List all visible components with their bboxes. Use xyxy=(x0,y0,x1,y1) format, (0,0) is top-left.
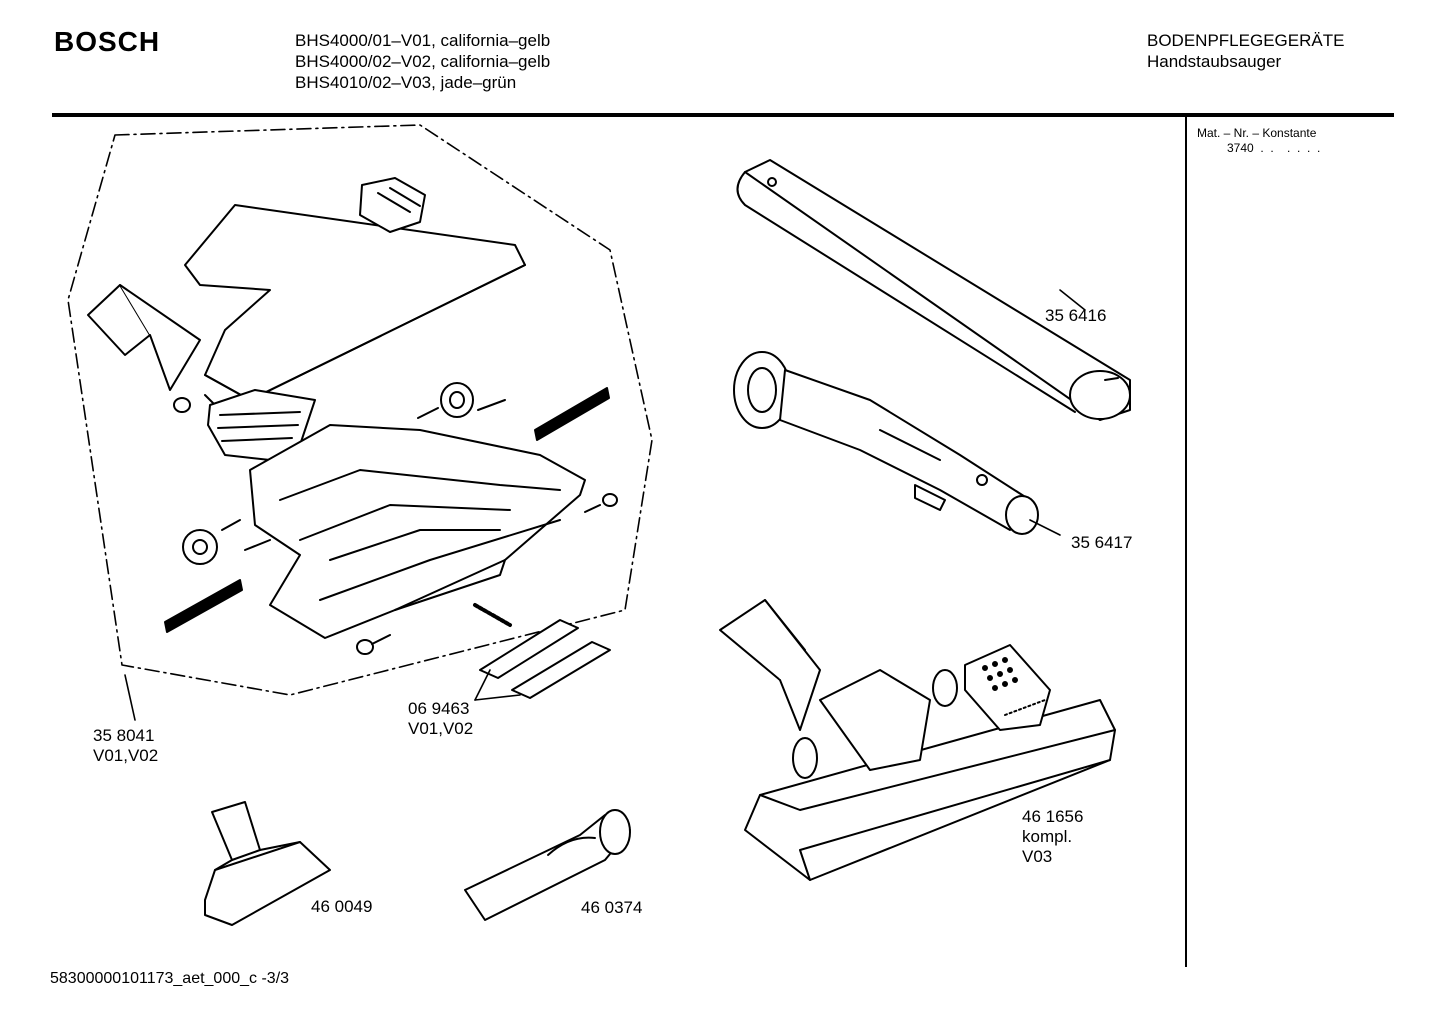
part-number-group: 06 9463 V01,V02 xyxy=(408,699,473,739)
part-number-label: 06 9463 xyxy=(408,699,470,718)
floor-nozzle-top-cover-drawing xyxy=(87,177,526,421)
category-subtitle: Handstaubsauger xyxy=(1147,52,1282,71)
leader-line xyxy=(474,694,521,701)
variant-label: kompl. xyxy=(1022,827,1073,846)
material-number-title: Mat. – Nr. – Konstante xyxy=(1197,126,1317,140)
category-block: BODENPFLEGEGERÄTE Handstaubsauger xyxy=(1147,30,1344,72)
model-line: BHS4000/01–V01, california–gelb xyxy=(295,31,551,50)
part-number-label: 35 6416 xyxy=(1045,306,1107,325)
model-line: BHS4000/02–V02, california–gelb xyxy=(295,52,551,71)
crevice-tool-drawing xyxy=(464,809,631,921)
model-line: BHS4010/02–V03, jade–grün xyxy=(295,73,517,92)
header-rule xyxy=(52,113,1394,117)
variant-label: V01,V02 xyxy=(93,746,159,765)
handle-tube-drawing xyxy=(733,351,1039,535)
flexible-joint-drawing xyxy=(207,389,316,461)
variant-label: V01,V02 xyxy=(408,719,474,738)
part-number-group: 46 1656 kompl. V03 xyxy=(1022,807,1083,867)
part-number-label: 46 1656 xyxy=(1022,807,1084,826)
brand-logo: BOSCH xyxy=(54,26,161,57)
leader-lines xyxy=(124,289,1086,721)
extension-tube-drawing xyxy=(736,159,1131,421)
bristle-strip-drawing xyxy=(164,387,610,633)
material-number-panel: Mat. – Nr. – Konstante 3740 . . . . . . xyxy=(1197,126,1320,156)
combination-nozzle-drawing xyxy=(719,599,1116,881)
model-list: BHS4000/01–V01, california–gelb BHS4000/… xyxy=(295,30,550,93)
part-number-label: 35 8041 xyxy=(93,726,155,745)
leader-line xyxy=(124,674,136,721)
screw-drawing xyxy=(356,493,618,655)
category-title: BODENPFLEGEGERÄTE xyxy=(1147,31,1345,50)
spring-drawing xyxy=(473,603,512,627)
document-id: 58300000101173_aet_000_c -3/3 xyxy=(50,970,290,987)
leader-line xyxy=(474,669,491,701)
part-number-label: 46 0049 xyxy=(311,897,373,916)
nozzle-base-plate-drawing xyxy=(249,424,586,639)
leader-line xyxy=(1059,289,1086,311)
variant-label: V03 xyxy=(1022,847,1053,866)
part-number-label: 46 0374 xyxy=(581,898,643,917)
cleaning-strips-drawing xyxy=(479,619,611,699)
wheel-drawing xyxy=(182,519,271,565)
part-number-label: 35 6417 xyxy=(1071,533,1133,552)
upholstery-nozzle-drawing xyxy=(204,801,331,926)
material-number-value: 3740 . . . . . . xyxy=(1227,141,1321,155)
leader-line xyxy=(1029,519,1061,536)
side-rule xyxy=(1185,117,1187,967)
part-number-group: 35 8041 V01,V02 xyxy=(93,726,158,766)
wheel-drawing xyxy=(417,382,506,419)
